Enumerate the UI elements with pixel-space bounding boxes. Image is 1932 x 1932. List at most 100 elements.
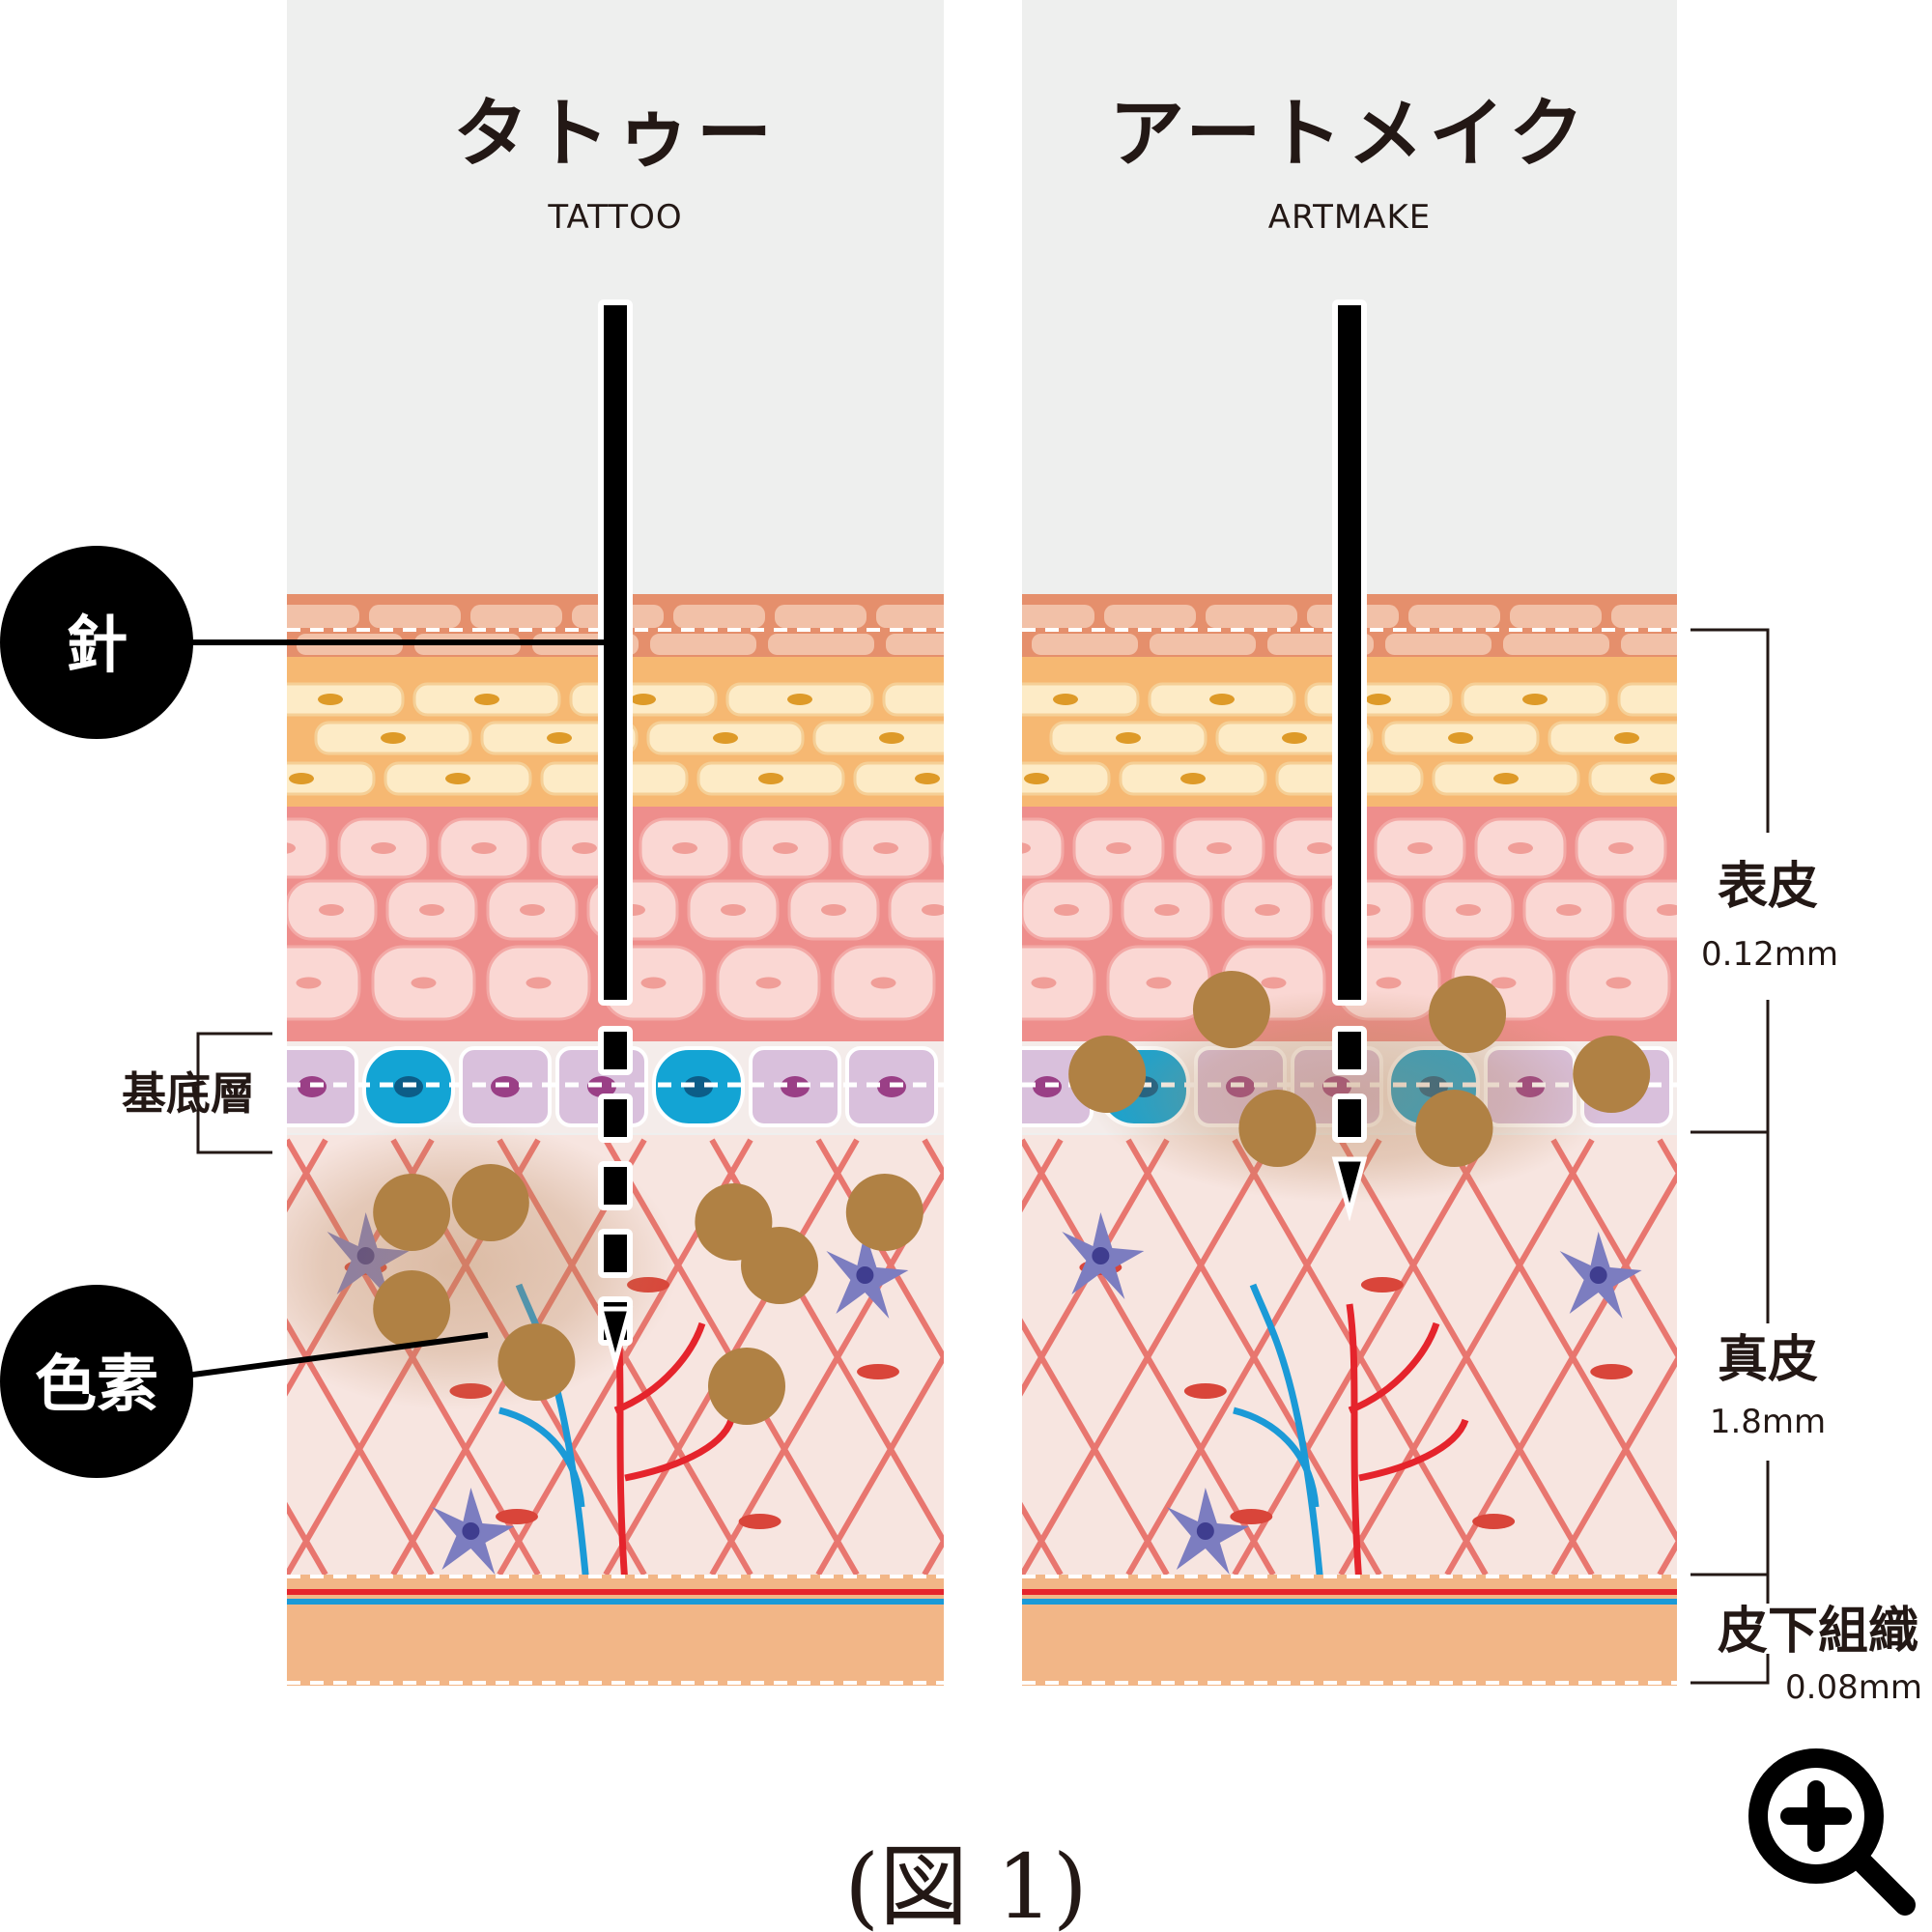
cell-nucleus [1376,977,1402,989]
cell [650,634,756,655]
fiber-node [738,1514,781,1529]
needle-segment [598,1094,633,1143]
cell-nucleus [1614,732,1639,744]
zoom-in-icon[interactable] [1748,1748,1916,1916]
tattoo-title: タトゥー [453,91,778,178]
cell-nucleus [773,842,798,854]
cell-nucleus [1031,977,1057,989]
fiber-node [857,1364,899,1379]
pigment-particle [1192,971,1270,1048]
layer-scale [1690,628,1770,1685]
fibroblast-nucleus [856,1266,874,1284]
cell [1385,634,1492,655]
cell-nucleus [684,1076,713,1097]
pigment-callout: 色素 [0,1285,489,1478]
cell-nucleus [471,842,497,854]
cell-nucleus [572,842,597,854]
cell-nucleus [296,977,322,989]
cell [1510,605,1602,628]
dermis-label: 真皮 [1718,1331,1818,1389]
cell [1032,634,1138,655]
cell-nucleus [1024,773,1049,784]
cell-nucleus [1255,904,1280,916]
cell [940,830,944,867]
cell [1548,721,1677,755]
epidermis-thickness: 0.12mm [1701,935,1838,974]
cell-nucleus [1608,842,1634,854]
pigment-particle [373,1174,451,1251]
cell-nucleus [721,904,746,916]
cell-nucleus [1154,904,1179,916]
cell-nucleus [1366,694,1391,705]
cell-nucleus [371,842,396,854]
cell-nucleus [821,904,846,916]
cell [287,817,329,879]
cell-nucleus [1556,904,1581,916]
needle-segment [1332,1094,1367,1143]
collagen-fiber [1125,1138,1382,1577]
cell-nucleus [672,842,697,854]
cell [882,682,944,717]
fibroblast-nucleus [462,1522,480,1540]
collagen-fiber [1550,1354,1677,1577]
cell [1611,605,1677,628]
cell-nucleus [1307,842,1332,854]
cell [1104,605,1196,628]
cell [1621,634,1677,655]
cell-nucleus [944,694,969,705]
cell-nucleus [411,977,437,989]
artery [1346,1303,1469,1585]
pigment-particle [1068,1036,1147,1113]
cell-nucleus [915,773,940,784]
pigment-particle [1429,976,1507,1053]
cell-nucleus [1054,904,1079,916]
cell-nucleus [1679,694,1704,705]
cell-nucleus [1650,773,1675,784]
fiber-node [1590,1364,1634,1379]
cell [673,605,765,628]
cell-nucleus [1522,694,1548,705]
cell [1022,605,1094,628]
cell-nucleus [419,904,444,916]
cell [876,605,944,628]
cell [1022,817,1065,879]
pigment-particle [708,1348,785,1425]
vein [1233,1283,1324,1585]
needle-label: 針 [66,611,128,682]
needle-segment [598,1229,633,1278]
dermis-thickness: 1.8mm [1710,1403,1826,1441]
cell [1503,634,1609,655]
cell-nucleus [974,842,999,854]
fibroblast-nucleus [1092,1247,1110,1264]
cell-nucleus [1116,732,1141,744]
collagen-fiber [1022,1138,1170,1397]
cell-nucleus [1022,842,1031,854]
cell-nucleus [474,694,499,705]
cell [768,634,874,655]
cell-nucleus [318,694,343,705]
cell-nucleus [1407,842,1433,854]
cell-nucleus [520,904,545,916]
cell [287,761,376,796]
cell [888,879,944,941]
cell-nucleus [640,977,667,989]
needle-segment [598,1026,633,1075]
fiber-node [1472,1514,1516,1529]
tattoo-panel [287,0,999,1686]
artmake-panel [1022,0,1704,1686]
pigment-particle [741,1227,818,1304]
cell-nucleus [1261,977,1287,989]
cell [1206,605,1297,628]
subcutaneous-thickness: 0.08mm [1785,1668,1922,1707]
cell-nucleus [631,694,656,705]
needle-callout: 針 [0,546,607,739]
cell [1022,945,1096,1021]
artmake-subtitle: ARTMAKE [1268,198,1432,237]
cell-nucleus [873,842,898,854]
cell [853,761,944,796]
cell-nucleus [755,977,781,989]
cell-nucleus [758,773,783,784]
fiber-node [1230,1509,1273,1524]
basal-layer-bracket: 基底層 [122,1032,272,1154]
